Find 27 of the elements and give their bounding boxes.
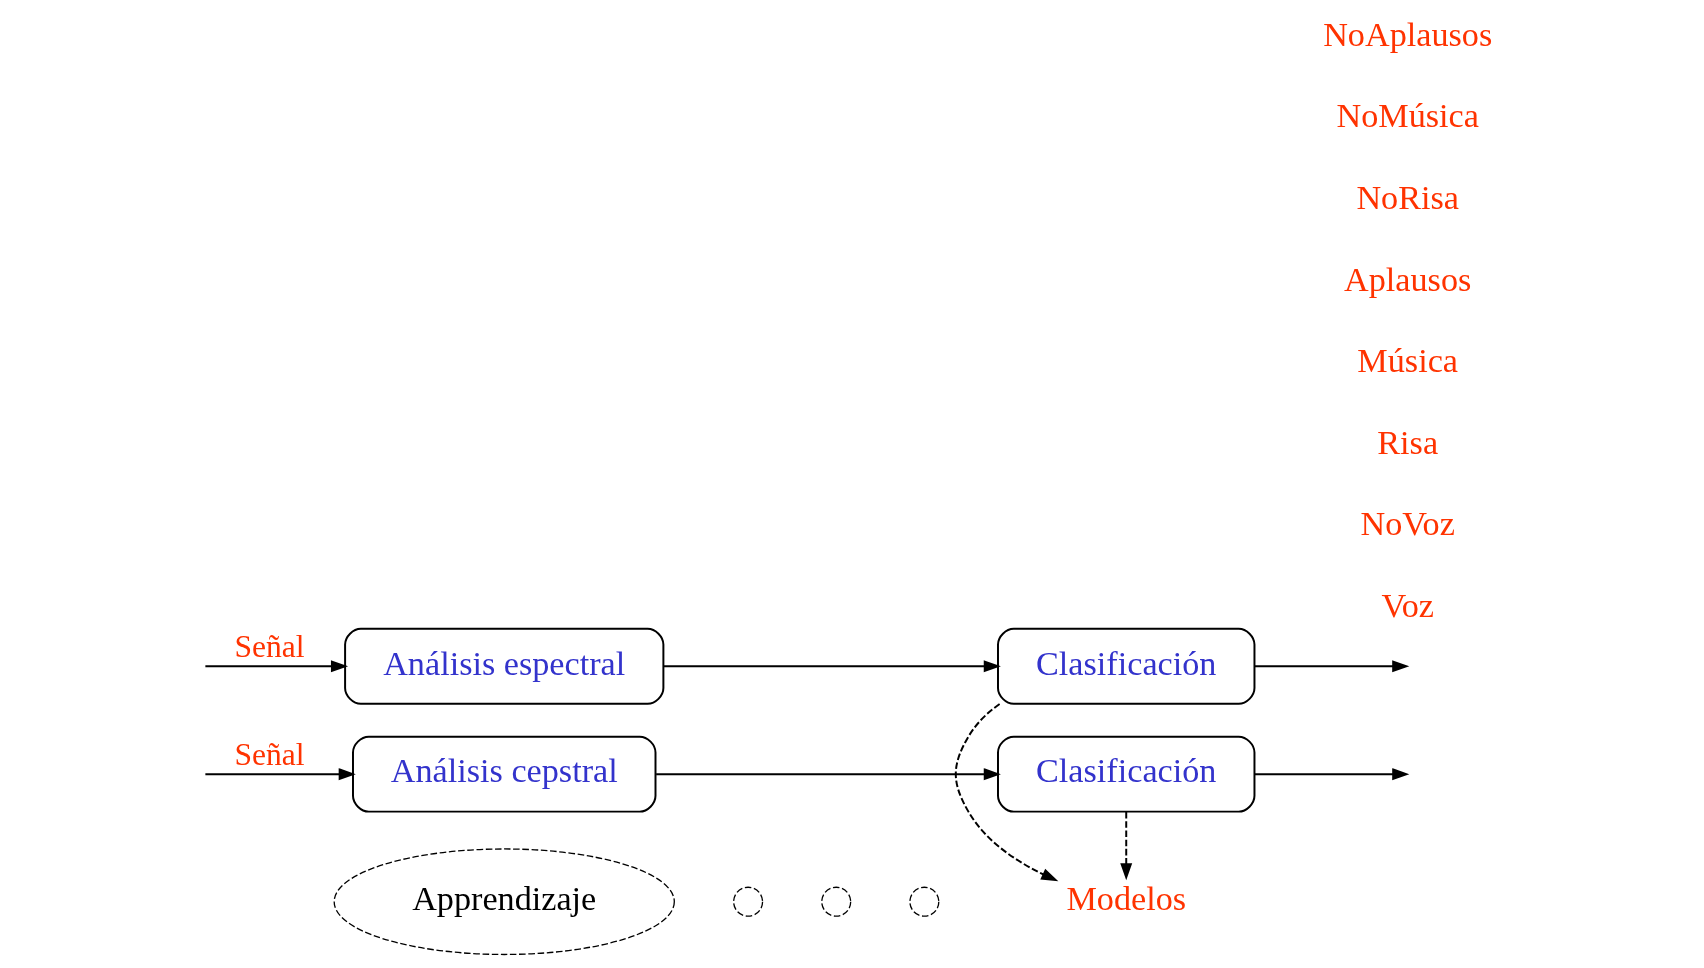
node-circle xyxy=(820,886,851,917)
node-box: Clasificación xyxy=(996,735,1255,813)
arrow xyxy=(654,768,1001,781)
label: Voz xyxy=(1380,586,1434,624)
label: NoAplausos xyxy=(1322,15,1492,53)
label: NoVoz xyxy=(1360,505,1455,543)
arrow xyxy=(662,660,1001,673)
node-circle xyxy=(732,886,763,917)
arrow xyxy=(1119,811,1132,881)
edge-label: Señal xyxy=(234,737,305,773)
node-text: Modelos xyxy=(1065,880,1186,918)
label: Risa xyxy=(1376,423,1438,461)
arrow xyxy=(954,703,1058,882)
arrow xyxy=(1253,768,1409,781)
edge-label: Señal xyxy=(234,629,305,665)
label: NoMúsica xyxy=(1335,97,1479,135)
label: Música xyxy=(1356,342,1458,380)
arrow xyxy=(203,768,356,781)
label: NoRisa xyxy=(1355,178,1459,216)
node-box: Análisis espectral xyxy=(343,627,664,705)
node-box: Clasificación xyxy=(996,627,1255,705)
node-circle xyxy=(908,886,939,917)
node-ellipse: Apprendizaje xyxy=(333,848,675,956)
arrow xyxy=(203,660,348,673)
node-box: Análisis cepstral xyxy=(351,735,656,813)
label: Aplausos xyxy=(1343,260,1471,298)
arrow xyxy=(1253,660,1409,673)
